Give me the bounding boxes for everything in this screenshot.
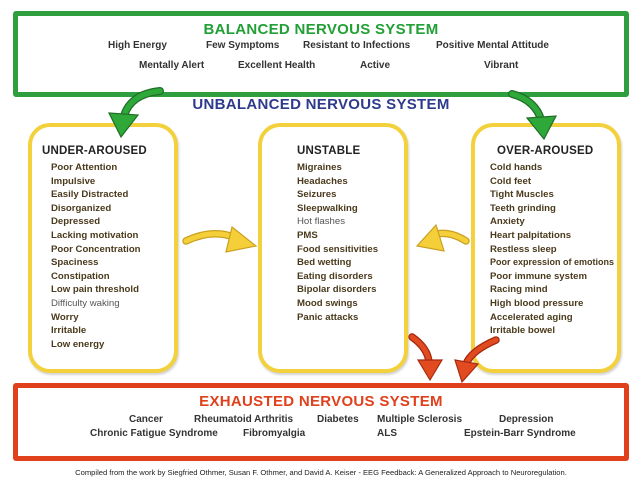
list-item: Teeth grinding xyxy=(490,202,556,214)
arrow-curved-green-icon xyxy=(508,90,558,141)
list-item: PMS xyxy=(297,229,318,241)
list-item: Irritable xyxy=(51,325,87,337)
list-item: Low energy xyxy=(51,338,105,350)
list-item: Constipation xyxy=(51,270,110,282)
list-item: Lacking motivation xyxy=(51,229,139,241)
over-aroused-title: OVER-AROUSED xyxy=(497,145,594,157)
list-item: Bipolar disorders xyxy=(297,284,377,296)
list-item: Mood swings xyxy=(297,297,358,309)
exhausted-condition: ALS xyxy=(377,428,397,439)
balanced-trait: High Energy xyxy=(108,40,167,51)
list-item: Irritable bowel xyxy=(490,325,556,337)
list-item: Difficulty waking xyxy=(51,297,120,309)
list-item: Low pain threshold xyxy=(51,284,139,296)
exhausted-condition: Epstein-Barr Syndrome xyxy=(464,428,576,439)
list-item: Anxiety xyxy=(490,216,525,228)
list-item: Accelerated aging xyxy=(490,311,573,323)
list-item: Disorganized xyxy=(51,202,112,214)
list-item: High blood pressure xyxy=(490,297,584,309)
list-item: Spaciness xyxy=(51,257,99,269)
list-item: Headaches xyxy=(297,175,348,187)
under-aroused-box xyxy=(28,123,178,373)
list-item: Restless sleep xyxy=(490,243,557,255)
balanced-trait: Excellent Health xyxy=(238,60,316,71)
list-item: Seizures xyxy=(297,189,337,201)
footer-citation: Compiled from the work by Siegfried Othm… xyxy=(75,468,567,477)
list-item: Racing mind xyxy=(490,284,548,296)
list-item: Eating disorders xyxy=(297,270,373,282)
balanced-trait: Resistant to Infections xyxy=(303,40,411,51)
list-item: Bed wetting xyxy=(297,257,352,269)
list-item: Impulsive xyxy=(51,175,96,187)
exhausted-condition: Depression xyxy=(499,414,554,425)
list-item: Sleepwalking xyxy=(297,202,358,214)
exhausted-condition: Fibromyalgia xyxy=(243,428,306,439)
list-item: Hot flashes xyxy=(297,216,345,228)
list-item: Poor immune system xyxy=(490,270,588,282)
under-aroused-list: Poor Attention Impulsive Easily Distract… xyxy=(51,161,141,351)
unstable-box xyxy=(258,123,408,373)
arrow-curved-red-icon xyxy=(408,333,444,382)
list-item: Cold feet xyxy=(490,175,532,187)
balanced-trait: Mentally Alert xyxy=(139,60,205,71)
list-item: Poor Concentration xyxy=(51,243,141,255)
exhausted-condition: Chronic Fatigue Syndrome xyxy=(90,428,218,439)
arrow-curved-green-icon xyxy=(107,87,164,139)
balanced-title: BALANCED NERVOUS SYSTEM xyxy=(203,21,439,38)
balanced-trait: Vibrant xyxy=(484,60,519,71)
over-aroused-box xyxy=(471,123,621,373)
list-item: Cold hands xyxy=(490,162,543,173)
arrow-curved-yellow-icon xyxy=(415,223,470,252)
balanced-trait: Few Symptoms xyxy=(206,40,280,51)
list-item: Panic attacks xyxy=(297,311,359,323)
over-aroused-list: Cold hands Cold feet Tight Muscles Teeth… xyxy=(490,161,614,338)
exhausted-box xyxy=(13,383,629,461)
list-item: Poor expression of emotions xyxy=(490,257,615,268)
list-item: Food sensitivities xyxy=(297,243,379,255)
list-item: Depressed xyxy=(51,216,101,228)
list-item: Tight Muscles xyxy=(490,189,554,201)
exhausted-condition: Cancer xyxy=(129,414,163,425)
exhausted-condition: Rheumatoid Arthritis xyxy=(194,414,294,425)
balanced-trait: Positive Mental Attitude xyxy=(436,40,549,51)
exhausted-condition: Multiple Sclerosis xyxy=(377,414,463,425)
list-item: Migraines xyxy=(297,162,342,173)
unbalanced-title: UNBALANCED NERVOUS SYSTEM xyxy=(192,96,450,113)
under-aroused-title: UNDER-AROUSED xyxy=(42,145,147,157)
list-item: Worry xyxy=(51,311,79,323)
arrow-curved-yellow-icon xyxy=(182,225,258,253)
unstable-list: Migraines Headaches Seizures Sleepwalkin… xyxy=(297,161,378,324)
list-item: Poor Attention xyxy=(51,162,118,173)
exhausted-title: EXHAUSTED NERVOUS SYSTEM xyxy=(199,393,443,410)
unstable-title: UNSTABLE xyxy=(297,145,361,157)
list-item: Easily Distracted xyxy=(51,189,129,201)
list-item: Heart palpitations xyxy=(490,229,572,241)
exhausted-condition: Diabetes xyxy=(317,414,359,425)
balanced-box xyxy=(13,11,629,97)
balanced-trait: Active xyxy=(360,60,391,71)
arrow-curved-red-icon xyxy=(454,336,500,384)
